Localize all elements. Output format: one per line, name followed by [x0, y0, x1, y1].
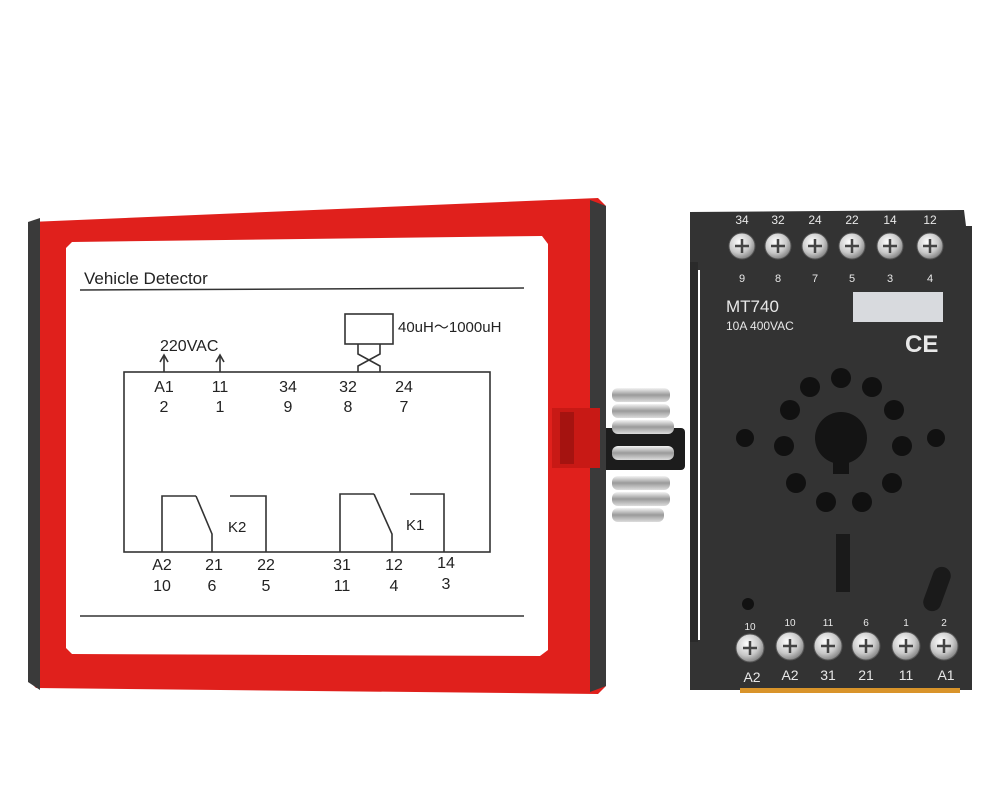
socket-bottom-pin-labels: 10 10 11 6 1 2 [744, 618, 947, 633]
top-terminal-pin: 1 [216, 399, 225, 416]
socket-pin-label: 5 [849, 273, 855, 285]
screw-icon [735, 633, 765, 663]
screw-icon [813, 631, 843, 661]
socket-pin-label: 10 [744, 622, 756, 633]
top-terminal-pin: 2 [160, 399, 169, 416]
top-terminal-pin: 8 [344, 399, 353, 416]
loop-inductance-label: 40uH～1000uH [398, 319, 501, 336]
socket-terminal-label: 11 [899, 667, 914, 683]
socket-terminal-label: 31 [820, 667, 836, 683]
top-terminal-pin: 9 [284, 399, 293, 416]
socket-rating: 10A 400VAC [726, 319, 794, 333]
relay-k2-label: K2 [228, 519, 246, 536]
socket-pin-label: 10 [784, 618, 796, 629]
socket-pin-label: 11 [823, 618, 834, 629]
bottom-terminal-pin: 4 [390, 578, 399, 595]
bottom-terminal-name: 12 [385, 557, 403, 574]
socket-terminal-label: A2 [743, 669, 760, 685]
screw-icon [801, 232, 829, 260]
socket-terminal-label: 21 [858, 667, 874, 683]
socket-terminal-label: 32 [771, 213, 785, 227]
socket-terminal-label: 14 [883, 213, 897, 227]
socket-terminal-label: A2 [781, 667, 798, 683]
top-terminal-labels: A1 2 11 1 34 9 32 8 24 7 [154, 379, 413, 416]
top-terminal-name: 11 [212, 379, 229, 396]
socket-pin-label: 6 [863, 618, 869, 629]
screw-icon [851, 631, 881, 661]
detector-label-panel [66, 236, 548, 656]
octal-plug-pins [600, 388, 685, 522]
socket-pin-label: 2 [941, 618, 947, 629]
bottom-terminal-labels: A2 10 21 6 22 5 31 11 12 4 14 3 [152, 555, 455, 595]
detector-title: Vehicle Detector [84, 269, 208, 288]
socket-bottom-strip [740, 688, 960, 693]
socket-pin-label: 9 [739, 273, 745, 285]
screw-icon [728, 232, 756, 260]
screw-icon [876, 232, 904, 260]
socket-terminal-label: 12 [923, 213, 937, 227]
socket-pin-label: 3 [887, 273, 893, 285]
socket-terminal-label: 24 [808, 213, 822, 227]
screw-icon [764, 232, 792, 260]
supply-voltage-label: 220VAC [160, 338, 218, 355]
bottom-terminal-name: A2 [152, 557, 172, 574]
bottom-terminal-pin: 5 [262, 578, 271, 595]
socket-top-screws [728, 232, 944, 260]
socket-terminal-label: 22 [845, 213, 859, 227]
bottom-terminal-pin: 6 [208, 578, 217, 595]
vehicle-detector: Vehicle Detector 220VAC 40uH～1000u [28, 198, 685, 694]
socket-terminal-label: 34 [735, 213, 749, 227]
socket-pin-holes [736, 368, 951, 612]
bottom-terminal-pin: 10 [153, 578, 171, 595]
socket-bottom-screws [735, 631, 959, 663]
bottom-terminal-pin: 11 [334, 578, 351, 595]
socket-top-terminal-labels: 34 32 24 22 14 12 [735, 213, 937, 227]
bottom-terminal-name: 14 [437, 555, 455, 572]
relay-k1-label: K1 [406, 517, 424, 534]
socket-pin-label: 8 [775, 273, 781, 285]
top-terminal-pin: 7 [400, 399, 409, 416]
ce-mark: CE [905, 331, 938, 358]
top-terminal-name: A1 [154, 379, 174, 396]
bottom-terminal-name: 21 [205, 557, 223, 574]
socket-model: MT740 [726, 297, 779, 316]
socket-pin-label: 7 [812, 273, 818, 285]
bottom-terminal-name: 31 [333, 557, 351, 574]
top-terminal-name: 32 [339, 379, 357, 396]
socket-blank-label [853, 292, 943, 322]
top-terminal-name: 34 [279, 379, 297, 396]
socket-bottom-terminal-labels: A2 A2 31 21 11 A1 [743, 667, 954, 685]
socket-top-pin-labels: 9 8 7 5 3 4 [739, 273, 933, 285]
bottom-terminal-pin: 3 [442, 576, 451, 593]
socket-pin-label: 4 [927, 273, 933, 285]
screw-icon [929, 631, 959, 661]
screw-icon [916, 232, 944, 260]
socket-pin-label: 1 [903, 618, 909, 629]
screw-icon [838, 232, 866, 260]
top-terminal-name: 24 [395, 379, 413, 396]
screw-icon [775, 631, 805, 661]
bottom-terminal-name: 22 [257, 557, 275, 574]
socket-terminal-label: A1 [937, 667, 954, 683]
relay-socket-mt740: 34 32 24 22 14 12 9 8 7 5 3 4 MT740 10A … [690, 210, 972, 693]
wiring-schematic [123, 313, 491, 553]
screw-icon [891, 631, 921, 661]
